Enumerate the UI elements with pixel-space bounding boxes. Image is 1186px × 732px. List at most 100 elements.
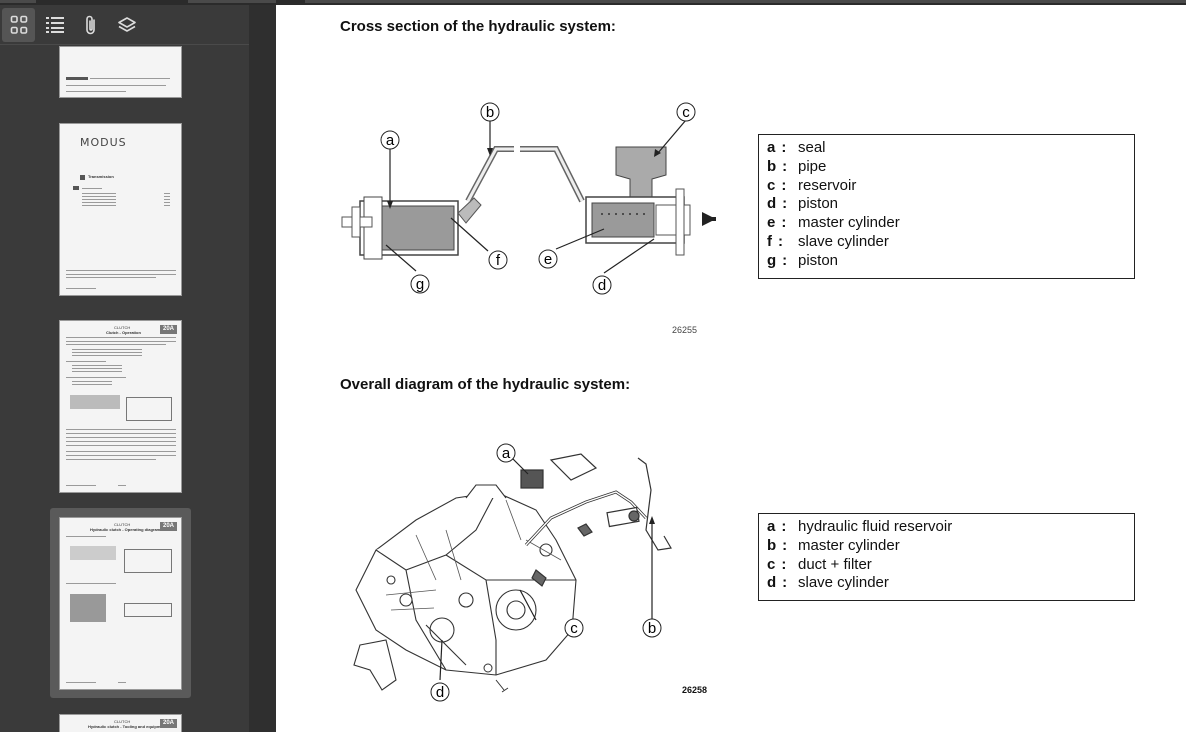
cross-section-diagram: a b c d e f g (341, 102, 717, 295)
legend-key-separator: : (781, 214, 787, 232)
callout-a: a (496, 443, 516, 463)
legend-key-separator: : (782, 251, 788, 269)
thumbnail-list[interactable]: MODUS Transmission CLUTCH Clutch - Opera… (0, 46, 249, 732)
callout-b: b (642, 618, 662, 638)
callout-c: c (564, 618, 584, 638)
legend-key-separator: : (782, 157, 788, 175)
legend-key-letter: a (767, 518, 776, 535)
thumbnail-tag: 20A (160, 522, 177, 531)
legend-key: g: (767, 252, 798, 271)
thumbnails-view-button[interactable] (2, 8, 35, 42)
figure-id-26258: 26258 (682, 685, 708, 695)
legend-key-separator: : (781, 555, 787, 573)
callout-d: d (430, 682, 450, 702)
legend-row: c:duct + filter (767, 556, 1126, 575)
window-top-strip (0, 0, 1186, 5)
page-thumbnail[interactable] (59, 46, 182, 98)
legend-key: c: (767, 556, 798, 575)
layers-icon (117, 17, 136, 32)
legend-key: f: (767, 233, 798, 252)
legend-key-separator: : (782, 536, 788, 554)
legend-label: piston (798, 251, 839, 269)
thumbnail-tag: 20A (160, 325, 177, 334)
legend-row: d:piston (767, 195, 1126, 214)
overall-hydraulic-diagram: a b c d (353, 443, 672, 702)
svg-text:g: g (416, 276, 424, 293)
legend-label: seal (798, 139, 826, 156)
legend-key-letter: a (767, 139, 776, 156)
tab-segment[interactable] (188, 0, 276, 3)
legend-key-letter: c (767, 176, 776, 194)
svg-text:b: b (648, 620, 656, 637)
svg-text:d: d (436, 684, 444, 701)
legend-label: slave cylinder (798, 574, 889, 592)
legend-key-letter: d (767, 574, 777, 592)
tab-segment[interactable] (305, 0, 1186, 3)
figure-id-26255: 26255 (672, 325, 698, 335)
legend-label: piston (798, 195, 839, 213)
callout-b: b (480, 102, 500, 122)
callout-c: c (676, 102, 696, 122)
legend-key-separator: : (782, 195, 788, 213)
legend-key-separator: : (782, 574, 788, 592)
legend-key-letter: b (767, 536, 777, 554)
callout-a: a (380, 130, 400, 150)
svg-text:c: c (570, 620, 578, 637)
document-page: Cross section of the hydraulic system: (276, 5, 1186, 732)
svg-text:e: e (544, 251, 552, 268)
thumbnail-title: Hydraulic clutch - Tooling and equipment (88, 724, 167, 729)
attachments-button[interactable] (74, 8, 107, 42)
gearbox-drawing (353, 484, 577, 691)
page-thumbnail[interactable]: CLUTCH Hydraulic clutch - Tooling and eq… (59, 714, 182, 732)
thumbnails-view-icon (10, 15, 27, 34)
thumbnail-title: Hydraulic clutch - Operating diagram (90, 527, 161, 532)
svg-text:c: c (682, 104, 690, 121)
legend-row: c:reservoir (767, 177, 1126, 196)
legend-label: master cylinder (798, 536, 900, 554)
legend-row: f:slave cylinder (767, 233, 1126, 252)
legend-label: hydraulic fluid reservoir (798, 518, 953, 535)
page-thumbnail-selected[interactable]: CLUTCH Hydraulic clutch - Operating diag… (59, 517, 182, 690)
thumbnail-sidebar: MODUS Transmission CLUTCH Clutch - Opera… (0, 5, 249, 732)
thumbnail-title: Clutch - Operation (106, 330, 141, 335)
legend-row: e:master cylinder (767, 214, 1126, 233)
legend-key-letter: f (767, 232, 772, 250)
thumbnail-subtitle: CLUTCH (114, 719, 131, 724)
tab-segment[interactable] (0, 0, 36, 3)
master-cylinder-drawing (585, 146, 717, 256)
legend-row: a: hydraulic fluid reservoir (767, 518, 1126, 537)
legend-key: b: (767, 158, 798, 177)
legend-label: slave cylinder (798, 232, 889, 250)
legend-label: pipe (798, 157, 827, 175)
legend-row: d:slave cylinder (767, 574, 1126, 593)
section-heading-cross-section: Cross section of the hydraulic system: (340, 18, 616, 35)
sidebar-splitter[interactable] (249, 5, 276, 732)
page-thumbnail[interactable]: CLUTCH Clutch - Operation 20A (59, 320, 182, 493)
legend-key: a: (767, 139, 798, 158)
thumbnail-subtitle: CLUTCH (114, 325, 131, 330)
outline-view-button[interactable] (38, 8, 71, 42)
legend-key: b: (767, 537, 798, 556)
thumbnail-subtitle: Transmission (88, 174, 114, 179)
page-thumbnail[interactable]: MODUS Transmission (59, 123, 182, 296)
legend-row: b:master cylinder (767, 537, 1126, 556)
legend-key-letter: b (767, 157, 777, 175)
legend-row: a:seal (767, 139, 1126, 158)
legend-key: d: (767, 574, 798, 593)
legend-key-letter: g (767, 251, 777, 269)
legend-label: duct + filter (798, 555, 872, 573)
legend-label: master cylinder (798, 214, 900, 232)
legend-key-separator: : (781, 139, 787, 156)
legend-row: b:pipe (767, 158, 1126, 177)
legend-key-separator: : (781, 518, 787, 535)
legend-key-letter: c (767, 555, 776, 573)
legend-key: e: (767, 214, 798, 233)
section-heading-overall-diagram: Overall diagram of the hydraulic system: (340, 376, 631, 393)
callout-e: e (538, 249, 558, 269)
sidebar-toolbar (0, 5, 249, 45)
legend-row: g:piston (767, 252, 1126, 271)
layers-button[interactable] (110, 8, 143, 42)
